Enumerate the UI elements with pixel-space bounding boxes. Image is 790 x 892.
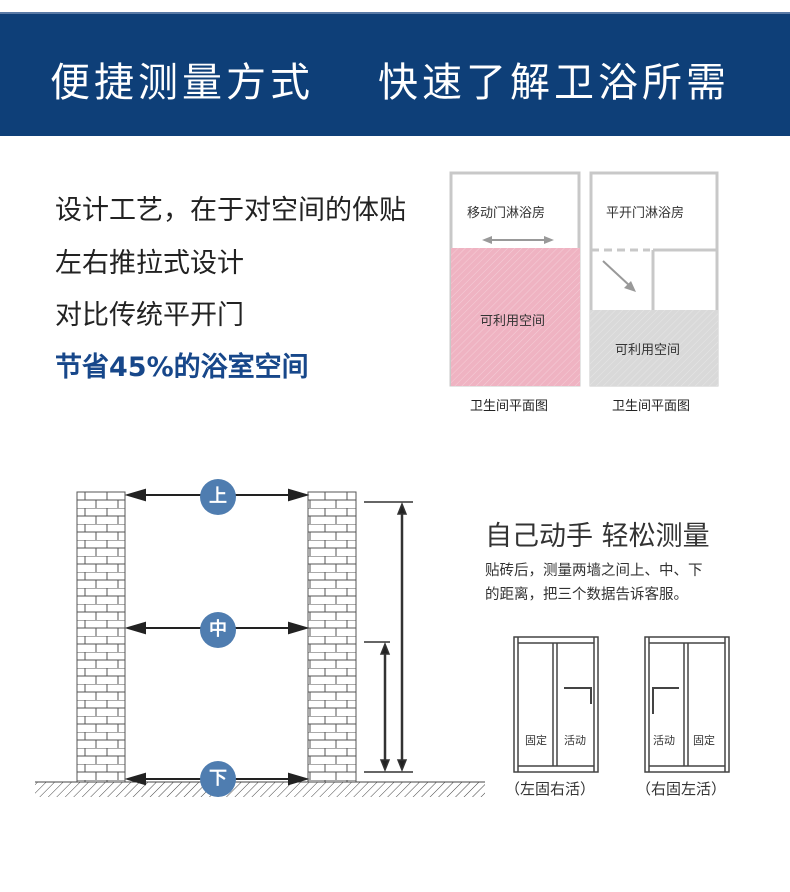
diy-text: 贴砖后，测量两墙之间上、中、下 xyxy=(485,563,703,579)
intro-highlight: 节省45%的浴室空间 xyxy=(55,352,309,383)
plan-title: 平开门淋浴房 xyxy=(606,206,685,221)
plan-caption: 卫生间平面图 xyxy=(612,399,691,414)
door-caption: （右固左活） xyxy=(636,780,727,798)
plan-space-label: 可利用空间 xyxy=(615,343,681,358)
plan-title: 移动门淋浴房 xyxy=(467,206,546,221)
door-diagrams xyxy=(513,636,730,773)
header-title-left: 便捷测量方式 xyxy=(50,60,314,106)
hinged-door-plan xyxy=(589,171,719,387)
marker-top: 上 xyxy=(200,479,236,515)
wall-measure-diagram xyxy=(35,488,485,797)
header-title-right: 快速了解卫浴所需 xyxy=(378,60,730,106)
intro-line: 左右推拉式设计 xyxy=(55,248,244,279)
door-panel-label: 固定 xyxy=(525,734,547,747)
door-panel-label: 活动 xyxy=(653,734,675,747)
door-caption: （左固右活） xyxy=(505,780,596,798)
door-panel-label: 活动 xyxy=(564,734,586,747)
diy-heading: 自己动手 轻松测量 xyxy=(485,521,710,552)
plan-caption: 卫生间平面图 xyxy=(470,399,549,414)
marker-bottom: 下 xyxy=(200,761,236,797)
plan-diagrams xyxy=(449,171,719,387)
door-left-fixed-right-active xyxy=(513,636,599,773)
marker-middle: 中 xyxy=(200,612,236,648)
right-wall xyxy=(307,491,357,783)
height-dimension-lines xyxy=(364,501,413,773)
sliding-door-plan xyxy=(449,171,581,387)
intro-line: 设计工艺，在于对空间的体贴 xyxy=(55,195,406,226)
ground xyxy=(35,782,485,797)
door-panel-label: 固定 xyxy=(693,734,715,747)
diy-text: 的距离，把三个数据告诉客服。 xyxy=(485,587,688,603)
door-right-fixed-left-active xyxy=(644,636,730,773)
left-wall xyxy=(76,491,126,783)
plan-space-label: 可利用空间 xyxy=(480,314,546,329)
intro-line: 对比传统平开门 xyxy=(55,300,244,331)
header-banner: 便捷测量方式 快速了解卫浴所需 xyxy=(0,12,790,136)
